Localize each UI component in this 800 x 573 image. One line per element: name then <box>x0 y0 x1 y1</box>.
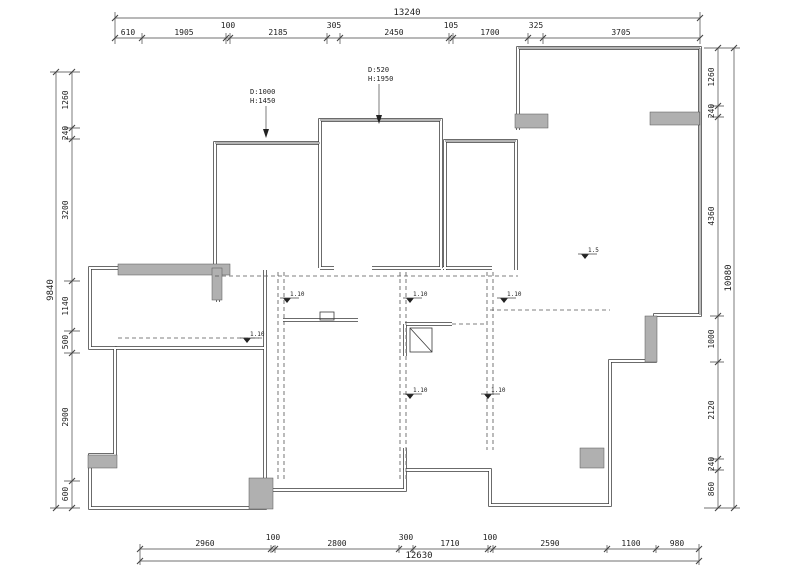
dim-bottom-segment-2: 2800 <box>327 539 346 548</box>
dim-ticks <box>52 68 76 512</box>
plan-walls <box>87 46 702 510</box>
dim-left-segment-4: 500 <box>61 335 70 350</box>
dim-top-total: 13240 <box>393 8 420 18</box>
level-marker: 1.10 <box>481 387 506 399</box>
dim-ticks <box>136 545 703 565</box>
level-triangle-icon <box>581 254 589 259</box>
dim-bottom-segment-3: 300 <box>399 533 414 542</box>
arrow-down-icon <box>263 129 269 138</box>
dim-right-segment-2: 4360 <box>707 206 716 225</box>
dim-top-segment-3: 2185 <box>268 28 287 37</box>
level-marker: 1.10 <box>403 387 428 399</box>
dim-right-segment-4: 2120 <box>707 400 716 419</box>
level-value: 1.10 <box>491 387 506 394</box>
dim-left-segment-2: 3200 <box>61 200 70 219</box>
dim-top-segment-5: 2450 <box>384 28 403 37</box>
dim-top-segment-7: 1700 <box>480 28 499 37</box>
dim-line <box>50 71 80 509</box>
dim-bottom-segment-4: 1710 <box>440 539 459 548</box>
dim-top-segment-6: 105 <box>444 21 459 30</box>
dim-extensions <box>710 105 724 471</box>
dim-bottom-segment-8: 980 <box>670 539 685 548</box>
callout-text-d: D:1000 <box>250 88 275 96</box>
dim-right-total: 10080 <box>724 264 734 291</box>
gray-wall-block <box>248 477 274 510</box>
level-marker: 1.10 <box>280 291 305 303</box>
gray-wall-block <box>514 113 549 129</box>
dim-line <box>114 12 701 44</box>
dim-right-segment-3: 1000 <box>707 329 716 348</box>
level-value: 1.10 <box>413 387 428 394</box>
level-marker: 1.5 <box>578 247 599 259</box>
level-triangle-icon <box>406 298 414 303</box>
level-triangle-icon <box>500 298 508 303</box>
gray-wall-block <box>211 267 223 301</box>
walls-interior <box>115 266 492 508</box>
level-triangle-icon <box>484 394 492 399</box>
dim-left-segment-6: 600 <box>61 487 70 502</box>
walls-interior-core <box>115 267 492 508</box>
level-triangle-icon <box>283 298 291 303</box>
dim-top-segment-8: 325 <box>529 21 544 30</box>
gray-wall-block <box>644 315 658 363</box>
dim-bottom-segment-1: 100 <box>266 533 281 542</box>
dim-line <box>139 544 700 565</box>
level-marker: 1.10 <box>240 331 265 343</box>
dim-bottom-segment-7: 1100 <box>621 539 640 548</box>
dim-right: 10080 1260 240 4360 1000 2120 240 860 <box>704 44 740 512</box>
dim-right-segment-5: 240 <box>707 457 716 472</box>
dim-ticks <box>714 44 738 512</box>
dim-left-segment-0: 1260 <box>61 90 70 109</box>
level-marker: 1.10 <box>497 291 522 303</box>
gray-wall-block <box>649 111 701 126</box>
dim-bottom: 12630 2960 100 2800 300 1710 100 2590 11… <box>136 533 703 565</box>
dim-bottom-total: 12630 <box>405 551 432 561</box>
dim-left-segment-1: 240 <box>61 126 70 141</box>
callout-text-h: H:1950 <box>368 75 393 83</box>
dim-top: 13240 610 1905 100 2185 305 2450 105 170… <box>111 8 704 44</box>
dim-top-segment-2: 100 <box>221 21 236 30</box>
level-marker: 1.10 <box>403 291 428 303</box>
dim-bottom-segment-5: 100 <box>483 533 498 542</box>
callout-text-h: H:1450 <box>250 97 275 105</box>
dim-line <box>704 47 740 509</box>
dim-bottom-segment-6: 2590 <box>540 539 559 548</box>
level-value: 1.10 <box>290 291 305 298</box>
callout-text-d: D:520 <box>368 66 389 74</box>
dim-left-segment-3: 1140 <box>61 296 70 315</box>
dim-top-segment-4: 305 <box>327 21 342 30</box>
dim-right-segment-6: 860 <box>707 482 716 497</box>
fixture-diagonal <box>409 327 433 353</box>
gray-wall-block <box>87 454 118 469</box>
level-markers: 1.10 1.10 1.10 1.5 1.10 1.10 <box>240 247 599 399</box>
level-value: 1.10 <box>413 291 428 298</box>
level-value: 1.5 <box>588 247 599 254</box>
dim-right-segment-1: 240 <box>707 104 716 119</box>
callout-window-2: D:520 H:1950 <box>368 66 393 124</box>
dim-left-total: 9840 <box>46 279 56 301</box>
wall-notch <box>319 311 335 321</box>
dim-top-segment-0: 610 <box>121 28 136 37</box>
dim-top-segment-9: 3705 <box>611 28 630 37</box>
dim-left: 9840 1260 240 3200 1140 500 2900 600 <box>46 68 80 512</box>
gray-wall-block <box>117 263 231 276</box>
level-triangle-icon <box>406 394 414 399</box>
gray-wall-block <box>579 447 605 469</box>
arrow-down-icon <box>376 115 382 124</box>
dim-right-segment-0: 1260 <box>707 67 716 86</box>
dashed-lines <box>118 272 610 480</box>
dim-ticks <box>111 14 704 42</box>
walls-outline <box>88 46 702 510</box>
level-triangle-icon <box>243 338 251 343</box>
callout-window-1: D:1000 H:1450 <box>250 88 275 138</box>
dim-bottom-segment-0: 2960 <box>195 539 214 548</box>
dim-left-segment-5: 2900 <box>61 407 70 426</box>
fixture-box <box>409 327 433 353</box>
level-value: 1.10 <box>507 291 522 298</box>
level-value: 1.10 <box>250 331 265 338</box>
window-centerlines <box>215 47 701 315</box>
dim-top-segment-1: 1905 <box>174 28 193 37</box>
